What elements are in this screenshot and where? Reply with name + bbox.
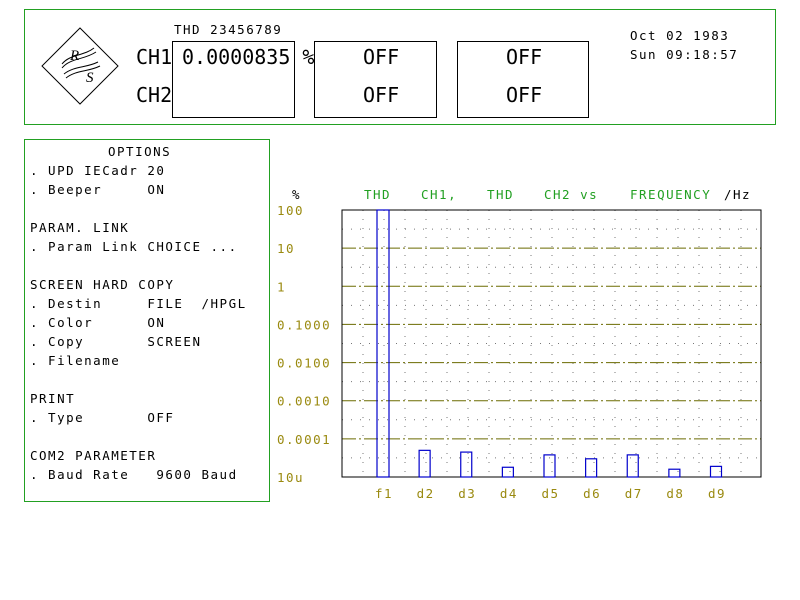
x-tick-label: d4 <box>500 486 518 501</box>
instrument-title: THD 23456789 <box>174 22 283 37</box>
chart-title-part: CH2 vs <box>544 187 598 202</box>
x-tick-label: d9 <box>708 486 726 501</box>
y-tick-label: 100 <box>277 203 304 218</box>
x-axis-unit-label: /Hz <box>724 187 751 202</box>
bar-d7 <box>626 454 639 478</box>
option-line: SCREEN HARD COPY <box>30 277 175 292</box>
bar-d9 <box>709 465 723 478</box>
x-tick-label: d8 <box>666 486 684 501</box>
option-line[interactable]: . Type OFF <box>30 410 175 425</box>
y-tick-label: 1 <box>277 279 286 294</box>
option-line[interactable]: . Beeper ON <box>30 182 166 197</box>
ch1-label: CH1 <box>136 45 173 69</box>
x-tick-label: d3 <box>458 486 476 501</box>
y-tick-label: 10 <box>277 241 295 256</box>
ch1-thd-value: 0.0000835 % <box>182 45 315 69</box>
ch2-label: CH2 <box>136 83 173 107</box>
bar-d3 <box>460 451 473 478</box>
chart-title-part: THD <box>487 187 514 202</box>
options-panel <box>24 139 270 502</box>
x-tick-label: f1 <box>375 486 393 501</box>
display-slot-2 <box>314 41 437 118</box>
y-tick-label: 10u <box>277 470 304 485</box>
rohde-schwarz-logo-icon: R S <box>41 27 119 105</box>
option-line[interactable]: . UPD IECadr 20 <box>30 163 166 178</box>
option-line[interactable]: . Color ON <box>30 315 166 330</box>
option-line[interactable]: . Baud Rate 9600 Baud <box>30 467 238 482</box>
slot3-ch1-value: OFF <box>506 45 543 69</box>
y-axis-label: % <box>292 187 301 202</box>
y-tick-label: 0.0001 <box>277 432 331 447</box>
bar-d4 <box>501 466 514 478</box>
bar-d2 <box>418 449 431 478</box>
y-tick-label: 0.0010 <box>277 394 331 409</box>
slot2-ch1-value: OFF <box>363 45 400 69</box>
y-tick-label: 0.1000 <box>277 317 331 332</box>
option-line: PRINT <box>30 391 76 406</box>
display-slot-1 <box>172 41 295 118</box>
chart-title-part: CH1, <box>421 187 457 202</box>
x-tick-label: d7 <box>625 486 643 501</box>
bar-d5 <box>543 454 556 478</box>
option-line: COM2 PARAMETER <box>30 448 157 463</box>
display-slot-3 <box>457 41 589 118</box>
chart-title-part: THD <box>364 187 391 202</box>
x-tick-label: d6 <box>583 486 601 501</box>
option-line[interactable]: . Destin FILE /HPGL <box>30 296 247 311</box>
x-tick-label: d5 <box>542 486 560 501</box>
date-readout: Oct 02 1983 <box>630 28 730 43</box>
logo-letter-s: S <box>86 70 94 86</box>
logo-letter-r: R <box>69 48 79 64</box>
option-line[interactable]: . Param Link CHOICE ... <box>30 239 238 254</box>
chart-title-part: FREQUENCY <box>630 187 711 202</box>
bar-f1 <box>376 209 390 478</box>
options-title: OPTIONS <box>108 144 172 159</box>
slot3-ch2-value: OFF <box>506 83 543 107</box>
option-line[interactable]: . Copy SCREEN <box>30 334 202 349</box>
slot2-ch2-value: OFF <box>363 83 400 107</box>
y-tick-label: 0.0100 <box>277 356 331 371</box>
bar-d8 <box>668 468 681 478</box>
time-readout: Sun 09:18:57 <box>630 47 739 62</box>
option-line: PARAM. LINK <box>30 220 130 235</box>
plot-frame <box>341 209 762 478</box>
bar-d6 <box>585 458 598 478</box>
header-panel <box>24 9 776 125</box>
option-line[interactable]: . Filename <box>30 353 121 368</box>
x-tick-label: d2 <box>417 486 435 501</box>
